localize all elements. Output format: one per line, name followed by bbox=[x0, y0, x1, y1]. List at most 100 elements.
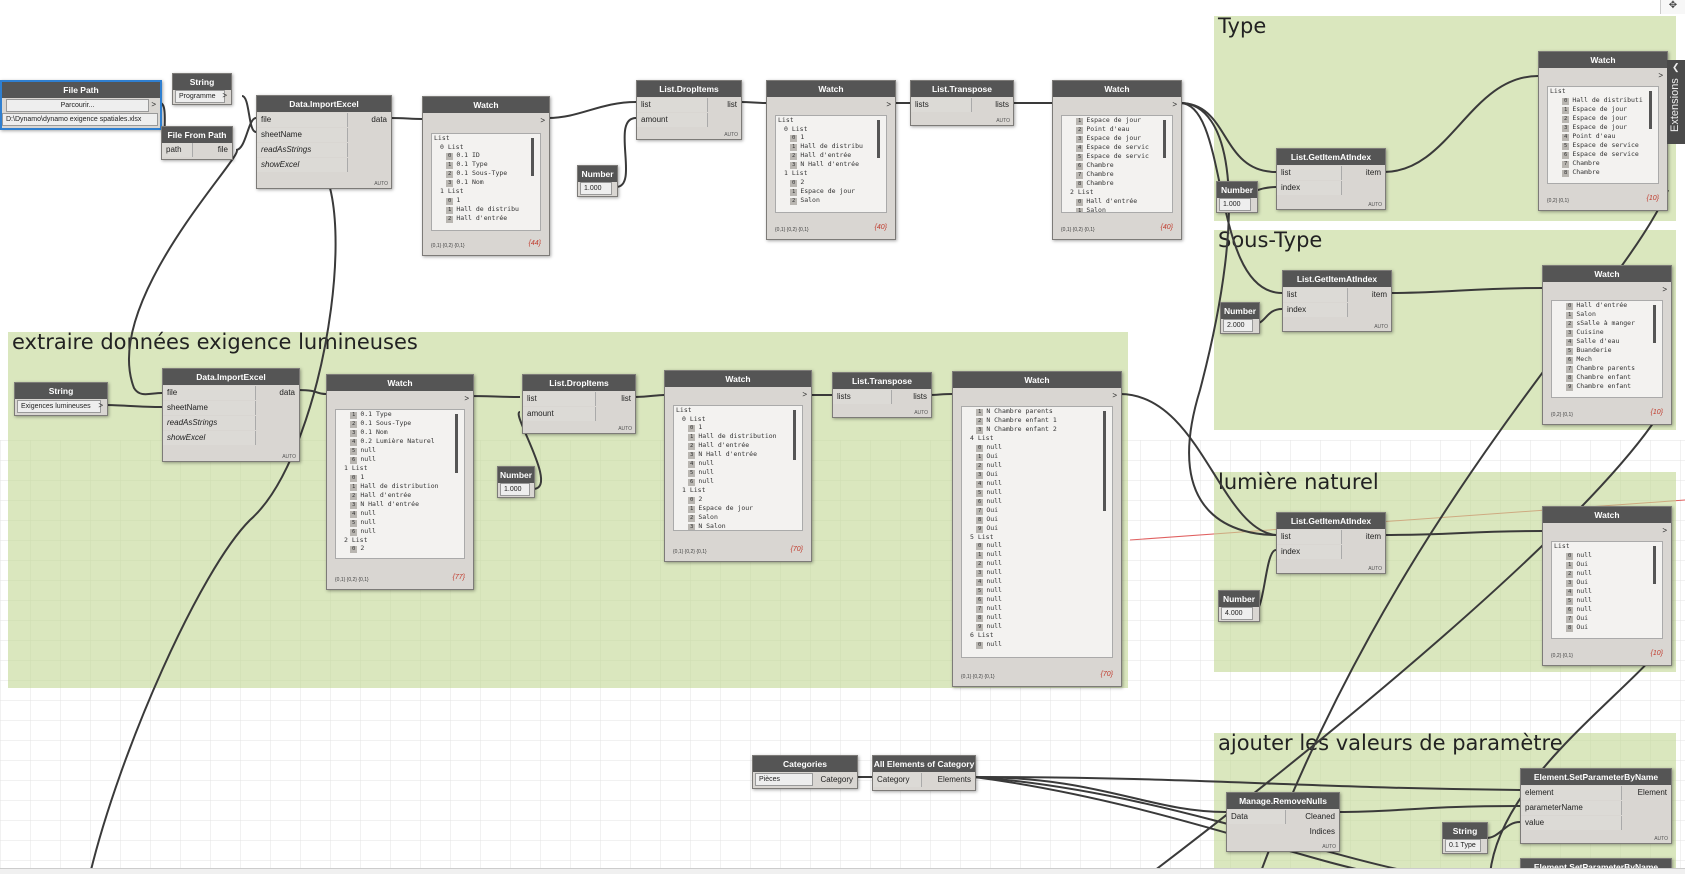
output-port-cleaned[interactable]: Cleaned bbox=[1305, 812, 1335, 821]
output-port-elements[interactable]: Elements bbox=[937, 775, 971, 784]
string-value[interactable]: Exigences lumineuses bbox=[17, 400, 101, 413]
scrollbar[interactable] bbox=[1163, 120, 1166, 159]
output-port-arrow[interactable]: > bbox=[222, 91, 227, 100]
import-excel-node-1[interactable]: Data.ImportExcel file sheetName readAsSt… bbox=[256, 95, 392, 189]
string-node-programme[interactable]: String Programme > bbox=[172, 73, 232, 105]
input-port-list[interactable]: list bbox=[1277, 166, 1342, 180]
transpose-node-2[interactable]: List.Transpose lists lists AUTO bbox=[832, 372, 932, 418]
scrollbar[interactable] bbox=[1653, 546, 1656, 585]
input-port-sheetname[interactable]: sheetName bbox=[163, 401, 256, 415]
remove-nulls-node[interactable]: Manage.RemoveNulls Data Cleaned Indices … bbox=[1226, 792, 1340, 852]
get-item-at-index-node-3[interactable]: List.GetItemAtIndex list index item AUTO bbox=[1276, 512, 1386, 574]
input-port-showexcel[interactable]: showExcel bbox=[257, 158, 348, 172]
output-port-arrow[interactable]: > bbox=[802, 390, 807, 399]
categories-node[interactable]: Categories Pièces Category bbox=[752, 755, 858, 789]
output-port-item[interactable]: item bbox=[1365, 168, 1381, 177]
input-port-readasstrings[interactable]: readAsStrings bbox=[163, 416, 256, 430]
output-port-lists[interactable]: lists bbox=[913, 392, 927, 401]
number-node-5[interactable]: Number 4.000 bbox=[1218, 590, 1260, 622]
output-port-file[interactable]: file bbox=[217, 145, 228, 154]
extensions-panel-tab[interactable]: ❮ Extensions bbox=[1667, 60, 1685, 144]
output-port-arrow[interactable]: > bbox=[151, 100, 156, 109]
scrollbar[interactable] bbox=[1103, 411, 1106, 511]
input-port-lists[interactable]: lists bbox=[833, 390, 892, 404]
output-port-category[interactable]: Category bbox=[820, 775, 853, 784]
settings-toggle-icon[interactable]: ✥ bbox=[1660, 0, 1685, 14]
number-node-1[interactable]: Number 1.000 bbox=[577, 165, 618, 197]
transpose-node-1[interactable]: List.Transpose lists lists AUTO bbox=[910, 80, 1014, 126]
drop-items-node-1[interactable]: List.DropItems list amount list AUTO bbox=[636, 80, 742, 140]
input-port-file[interactable]: file bbox=[163, 386, 256, 400]
input-port-list[interactable]: list bbox=[523, 392, 596, 406]
drop-items-node-2[interactable]: List.DropItems list amount list AUTO bbox=[522, 374, 636, 434]
output-port-list[interactable]: list bbox=[621, 394, 631, 403]
scrollbar[interactable] bbox=[1649, 91, 1652, 130]
input-port-element[interactable]: element bbox=[1521, 786, 1622, 800]
browse-button[interactable]: Parcourir... bbox=[6, 99, 149, 112]
input-port-sheetname[interactable]: sheetName bbox=[257, 128, 348, 142]
input-port-list[interactable]: list bbox=[637, 98, 708, 112]
output-port-item[interactable]: item bbox=[1365, 532, 1381, 541]
number-node-2[interactable]: Number 1.000 bbox=[497, 466, 535, 498]
output-port-list[interactable]: list bbox=[727, 100, 737, 109]
output-port-lists[interactable]: lists bbox=[995, 100, 1009, 109]
output-port-arrow[interactable]: > bbox=[464, 394, 469, 403]
input-port-readasstrings[interactable]: readAsStrings bbox=[257, 143, 348, 157]
input-port-amount[interactable]: amount bbox=[523, 407, 596, 421]
input-port-list[interactable]: list bbox=[1283, 288, 1348, 302]
output-port-data[interactable]: data bbox=[371, 115, 387, 124]
output-port-arrow[interactable]: > bbox=[1662, 526, 1667, 535]
output-port-element[interactable]: Element bbox=[1637, 788, 1667, 797]
scrollbar[interactable] bbox=[531, 138, 534, 177]
input-port-value[interactable]: value bbox=[1521, 816, 1622, 830]
output-port-arrow[interactable]: > bbox=[1172, 100, 1177, 109]
output-port-arrow[interactable]: > bbox=[1658, 71, 1663, 80]
set-parameter-by-name-node-1[interactable]: Element.SetParameterByName element param… bbox=[1520, 768, 1672, 844]
output-port-arrow[interactable]: > bbox=[1662, 285, 1667, 294]
output-port-arrow[interactable]: > bbox=[1112, 391, 1117, 400]
string-node-exigences[interactable]: String Exigences lumineuses > bbox=[14, 382, 108, 416]
category-dropdown[interactable]: Pièces bbox=[755, 773, 813, 786]
input-port-file[interactable]: file bbox=[257, 113, 348, 127]
input-port-category[interactable]: Category bbox=[873, 773, 922, 787]
scrollbar[interactable] bbox=[877, 120, 880, 159]
string-value[interactable]: 0.1 Type bbox=[1445, 839, 1481, 852]
scrollbar[interactable] bbox=[793, 410, 796, 460]
all-elements-of-category-node[interactable]: All Elements of Category Category Elemen… bbox=[872, 755, 976, 791]
output-port-arrow[interactable]: > bbox=[98, 401, 103, 410]
number-value[interactable]: 1.000 bbox=[580, 182, 612, 195]
input-port-lists[interactable]: lists bbox=[911, 98, 972, 112]
input-port-showexcel[interactable]: showExcel bbox=[163, 431, 256, 445]
collapse-arrow-icon[interactable]: ❮ bbox=[1672, 62, 1680, 72]
output-port-arrow[interactable]: > bbox=[886, 100, 891, 109]
string-node-type[interactable]: String 0.1 Type bbox=[1442, 822, 1488, 854]
input-port-amount[interactable]: amount bbox=[637, 113, 708, 127]
output-port-item[interactable]: item bbox=[1371, 290, 1387, 299]
number-value[interactable]: 4.000 bbox=[1221, 607, 1253, 620]
input-port-index[interactable]: index bbox=[1277, 181, 1342, 195]
input-port-data[interactable]: Data bbox=[1227, 810, 1286, 824]
number-node-4[interactable]: Number 2.000 bbox=[1220, 302, 1260, 334]
input-port-index[interactable]: index bbox=[1277, 545, 1342, 559]
scrollbar[interactable] bbox=[455, 414, 458, 474]
output-port-indices[interactable]: Indices bbox=[1309, 827, 1335, 836]
scrollbar[interactable] bbox=[1653, 305, 1656, 344]
number-value[interactable]: 2.000 bbox=[1223, 319, 1253, 332]
number-node-3[interactable]: Number 1.000 bbox=[1216, 181, 1258, 213]
file-path-node[interactable]: File Path Parcourir... > D:\Dynamo\dynam… bbox=[0, 80, 162, 130]
import-excel-node-2[interactable]: Data.ImportExcel file sheetName readAsSt… bbox=[162, 368, 300, 462]
